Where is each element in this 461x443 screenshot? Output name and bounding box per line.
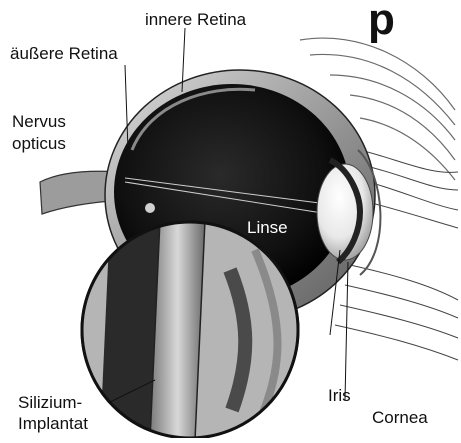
retina-spot [145, 203, 155, 213]
label-innere-retina: innere Retina [145, 10, 246, 30]
label-aeussere-retina: äußere Retina [10, 44, 118, 64]
label-cornea: Cornea [372, 408, 428, 428]
label-nervus-opticus-line1: Nervus [12, 112, 66, 132]
lens [317, 164, 373, 260]
label-silizium-line2: Implantat [18, 414, 88, 434]
label-iris: Iris [328, 386, 351, 406]
label-silizium-line1: Silizium- [18, 393, 82, 413]
silicon-implant [150, 220, 205, 438]
label-linse: Linse [247, 218, 288, 238]
top-partial-glyph: p [368, 0, 395, 42]
label-nervus-opticus-line2: opticus [12, 134, 66, 154]
